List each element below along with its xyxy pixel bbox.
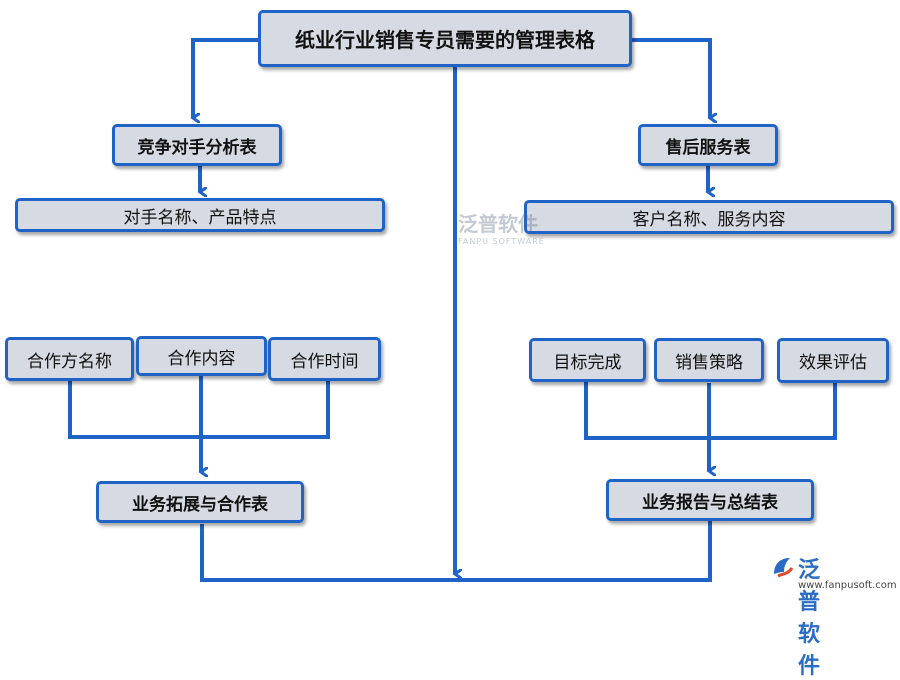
right-item-label: 目标完成 <box>553 352 622 373</box>
watermark-text: 泛普软件 <box>458 212 538 236</box>
competitor-fields-box: 对手名称、产品特点 <box>15 198 385 232</box>
fanpu-logo-icon <box>774 558 794 578</box>
logo-text: 泛普软件 <box>798 558 821 679</box>
diagram-title: 纸业行业销售专员需要的管理表格 <box>258 10 632 67</box>
right-item-effect-evaluation: 效果评估 <box>777 338 889 383</box>
right-item-label: 效果评估 <box>799 353 867 373</box>
left-item-cooperation-content: 合作内容 <box>136 336 267 376</box>
business-expansion-label: 业务拓展与合作表 <box>132 494 268 515</box>
aftersales-fields-label: 客户名称、服务内容 <box>632 209 786 230</box>
bottom-bus-line <box>200 520 712 582</box>
right-item-sales-strategy: 销售策略 <box>654 338 764 382</box>
connector-title-to-aftersales <box>632 38 710 118</box>
left-item-label: 合作内容 <box>167 348 236 369</box>
connector-title-to-competitor <box>193 38 260 118</box>
aftersales-service-box: 售后服务表 <box>638 124 778 166</box>
left-item-partner-name: 合作方名称 <box>5 337 134 381</box>
business-expansion-box: 业务拓展与合作表 <box>96 481 304 523</box>
business-report-label: 业务报告与总结表 <box>642 492 778 513</box>
center-watermark: 泛普软件 FANPU SOFTWARE <box>458 208 545 246</box>
diagram-title-text: 纸业行业销售专员需要的管理表格 <box>295 28 595 52</box>
competitor-analysis-box: 竞争对手分析表 <box>112 124 282 166</box>
watermark-subtext: FANPU SOFTWARE <box>458 237 545 246</box>
diagram-canvas: 纸业行业销售专员需要的管理表格 竞争对手分析表 对手名称、产品特点 售后服务表 … <box>5 10 897 679</box>
right-item-label: 销售策略 <box>675 352 743 373</box>
connector-lines <box>68 38 837 582</box>
competitor-analysis-label: 竞争对手分析表 <box>137 137 257 158</box>
left-item-label: 合作方名称 <box>27 351 112 372</box>
left-item-cooperation-time: 合作时间 <box>268 337 381 381</box>
aftersales-service-label: 售后服务表 <box>665 137 751 158</box>
competitor-fields-label: 对手名称、产品特点 <box>123 207 277 228</box>
business-report-box: 业务报告与总结表 <box>606 479 814 521</box>
logo-url: www.fanpusoft.com <box>798 580 897 591</box>
left-item-label: 合作时间 <box>290 351 359 372</box>
right-item-goal-completion: 目标完成 <box>529 338 646 382</box>
aftersales-fields-box: 客户名称、服务内容 <box>524 200 894 234</box>
